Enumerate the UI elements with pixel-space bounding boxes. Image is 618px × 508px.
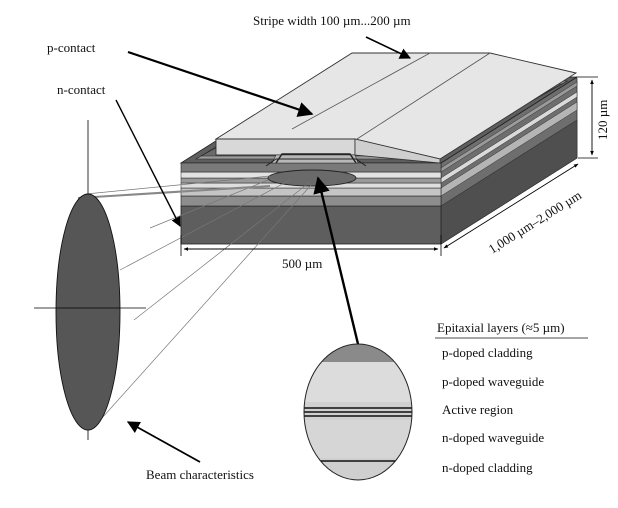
legend-item-p-cladding: p-doped cladding	[442, 345, 533, 360]
layer-zoom-ellipse	[303, 343, 413, 481]
p-contact-arrow	[127, 50, 314, 117]
n-contact-label: n-contact	[57, 82, 106, 97]
beam-characteristics-label: Beam characteristics	[146, 467, 254, 482]
p-contact-label: p-contact	[47, 40, 96, 55]
stripe-width-label: Stripe width 100 µm...200 µm	[253, 13, 411, 28]
width-label: 500 µm	[282, 256, 322, 271]
legend-item-p-waveguide: p-doped waveguide	[442, 374, 544, 389]
beam-axis	[77, 185, 271, 199]
facet-emission-spot	[267, 169, 357, 187]
legend-item-active-region: Active region	[442, 402, 514, 417]
legend-item-n-waveguide: n-doped waveguide	[442, 430, 544, 445]
legend-item-n-cladding: n-doped cladding	[442, 460, 533, 475]
active-region-zoom-arrow	[313, 176, 360, 345]
height-label: 120 µm	[595, 100, 610, 140]
stripe-width-arrow	[365, 36, 412, 59]
height-dimension	[578, 76, 598, 159]
beam-characteristics-arrow	[126, 421, 201, 463]
beam-profile	[34, 120, 146, 440]
p-contact-top	[214, 52, 578, 167]
length-dimension	[443, 163, 579, 249]
legend-title: Epitaxial layers (≈5 µm)	[437, 320, 565, 335]
n-contact-arrow	[115, 99, 181, 227]
epitaxial-legend: Epitaxial layers (≈5 µm) p-doped claddin…	[435, 320, 588, 475]
beam-divergence-lines	[85, 175, 313, 419]
width-dimension	[180, 235, 442, 256]
